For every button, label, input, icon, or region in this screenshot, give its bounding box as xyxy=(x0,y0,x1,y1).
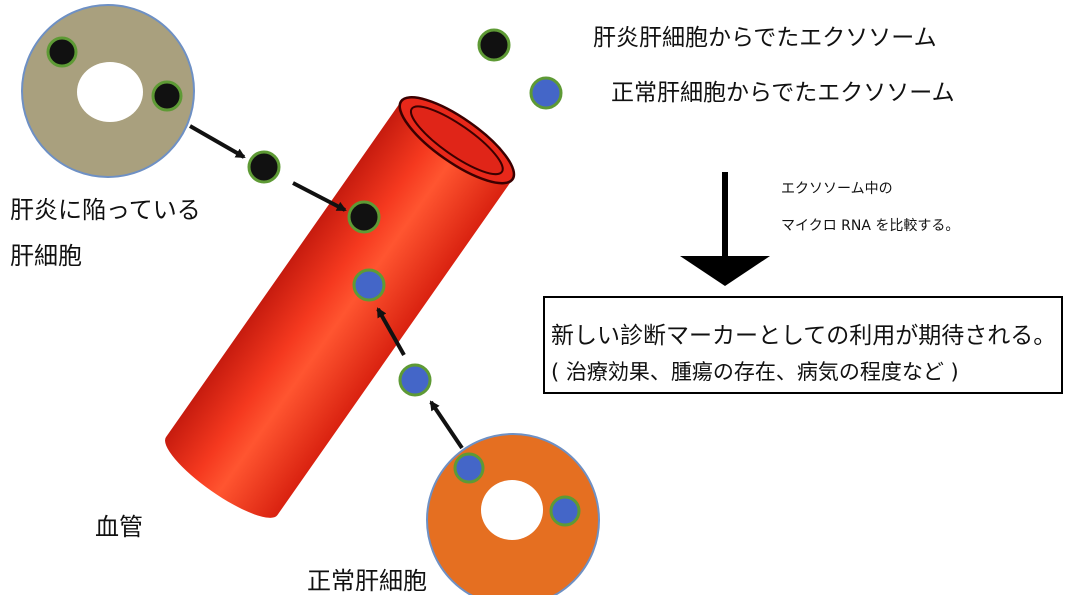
normal-exosome xyxy=(352,268,386,302)
normal-cell-label: 正常肝細胞 xyxy=(307,567,427,595)
exosome-flow-arrow xyxy=(189,124,246,159)
normal-exosome xyxy=(549,495,581,527)
annotation-line2: マイクロ RNA を比較する。 xyxy=(781,218,960,234)
hepatitis-exosome xyxy=(46,36,78,68)
down-arrow-icon xyxy=(680,172,770,286)
exosome-flow-arrow xyxy=(292,181,347,212)
hepatitis-cell-label: 肝炎に陥っている xyxy=(10,196,201,224)
normal-exosome xyxy=(453,452,485,484)
exosome-flow-arrow xyxy=(376,307,406,356)
cell-nucleus xyxy=(481,480,543,540)
exosome-flow-arrow xyxy=(429,400,464,450)
hepatitis-cell-label-line2: 肝細胞 xyxy=(10,242,82,270)
conclusion-line1: 新しい診断マーカーとしての利用が期待される。 xyxy=(551,323,1057,349)
legend-hepatitis-exosome-icon xyxy=(477,28,511,62)
legend-normal-exosome-icon xyxy=(529,76,563,110)
annotation-line1: エクソソーム中の xyxy=(781,181,893,197)
blood-vessel xyxy=(165,96,516,518)
hepatitis-exosome xyxy=(347,200,381,234)
hepatitis-exosome xyxy=(247,150,281,184)
conclusion-box: 新しい診断マーカーとしての利用が期待される。 ( 治療効果、腫瘍の存在、病気の程… xyxy=(543,296,1063,394)
normal-liver-cell xyxy=(426,433,600,595)
blood-vessel-label: 血管 xyxy=(95,513,143,541)
cell-nucleus xyxy=(77,62,143,122)
hepatitis-exosome xyxy=(151,80,183,112)
hepatitis-liver-cell xyxy=(21,4,195,178)
normal-exosome xyxy=(398,363,432,397)
legend-hepatitis-exosome-label: 肝炎肝細胞からでたエクソソーム xyxy=(593,25,937,51)
legend-normal-exosome-label: 正常肝細胞からでたエクソソーム xyxy=(611,80,955,106)
vessel-body xyxy=(165,101,513,518)
conclusion-line2: ( 治療効果、腫瘍の存在、病気の程度など ) xyxy=(551,360,959,384)
vessel-inner-rim xyxy=(409,105,504,176)
